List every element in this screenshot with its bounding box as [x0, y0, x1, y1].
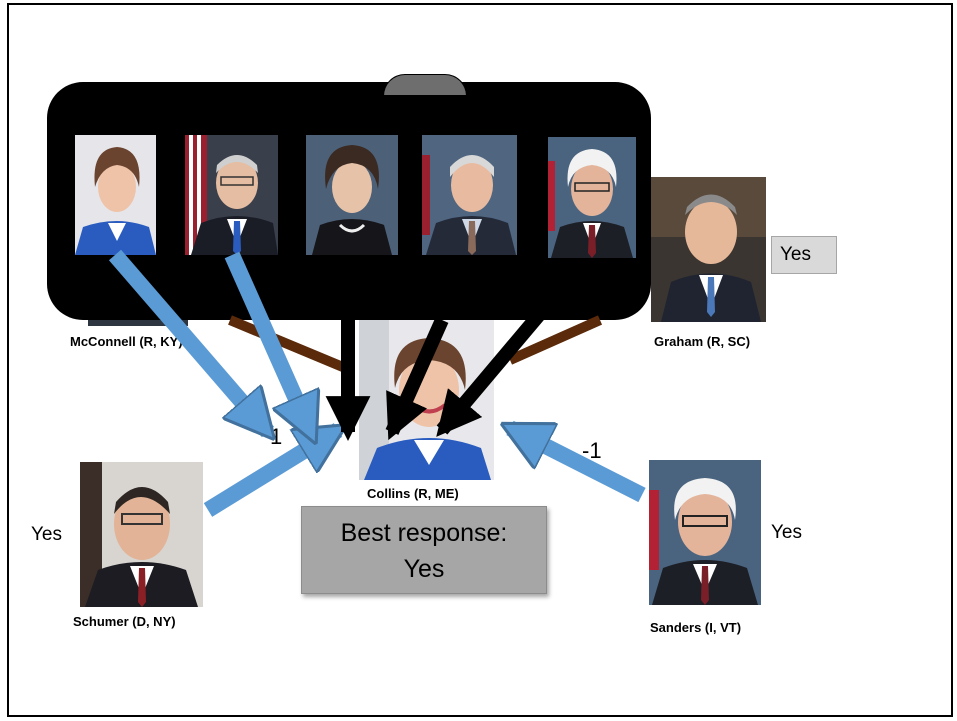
- edge-panel-sanders-black: [436, 285, 566, 437]
- mcconnell-label: McConnell (R, KY): [70, 334, 183, 349]
- panel-feinstein-photo: [306, 135, 398, 255]
- panel-mcconnell-photo: [185, 135, 278, 255]
- sanders-vote: Yes: [771, 522, 802, 543]
- best-response-box: Best response: Yes: [301, 506, 547, 594]
- sanders-photo: [649, 460, 761, 605]
- edge-sanders-collins: [510, 420, 646, 503]
- collins-label: Collins (R, ME): [367, 486, 459, 501]
- sanders-label: Sanders (I, VT): [650, 620, 742, 635]
- panel-collins-photo: [75, 135, 156, 255]
- edge-panel-collins-blue: [108, 249, 268, 432]
- graham-vote-box: Yes: [771, 236, 837, 274]
- graham-label: Graham (R, SC): [654, 334, 751, 349]
- schumer-photo: [80, 462, 203, 607]
- edge-graham-collins: [507, 315, 603, 365]
- edge-panel-mcconnell-blue: [224, 251, 312, 435]
- schumer-vote: Yes: [31, 524, 62, 545]
- sanders-edge-weight: -1: [582, 438, 602, 463]
- panel-sanders-photo: [548, 137, 636, 258]
- best-response-value: Yes: [403, 555, 445, 583]
- schumer-label: Schumer (D, NY): [73, 614, 176, 629]
- edge-panel-king-black: [385, 317, 449, 441]
- best-response-title: Best response:: [340, 519, 508, 547]
- graham-photo: [651, 177, 766, 322]
- edge-mcconnell-collins: [228, 315, 352, 375]
- panel-king-photo: [422, 135, 517, 255]
- edge-schumer-collins: [203, 430, 338, 517]
